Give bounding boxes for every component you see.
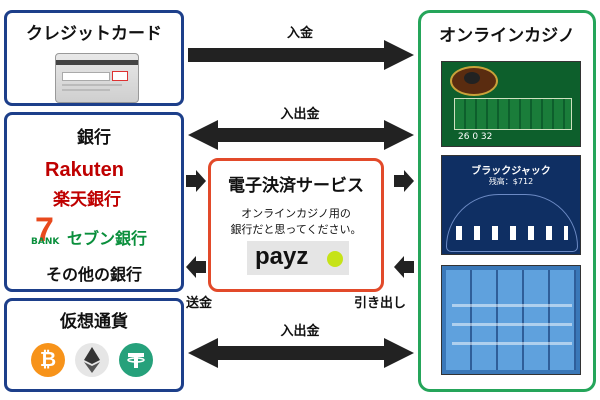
- credit-card-title: クレジットカード: [26, 24, 162, 44]
- bank-title: 銀行: [77, 128, 111, 148]
- payz-logo: payz: [247, 241, 349, 275]
- payment-note-line2: 銀行だと思ってください。: [230, 223, 362, 236]
- service-to-casino-arrow: [394, 170, 414, 192]
- payz-dot-icon: [327, 251, 343, 267]
- ethereum-icon: [75, 343, 109, 377]
- payment-service-box: 電子決済サービス オンラインカジノ用の 銀行だと思ってください。 payz: [208, 158, 384, 292]
- casino-title: オンラインカジノ: [439, 26, 575, 46]
- deposit-withdraw-bottom-arrow: [188, 338, 414, 368]
- crypto-box: 仮想通貨 ₿: [4, 298, 184, 392]
- credit-card-icon: [55, 53, 139, 103]
- withdraw-label: 引き出し: [354, 296, 407, 311]
- bank-box: 銀行 Rakuten 楽天銀行 7 BANK セブン銀行 その他の銀行: [4, 112, 184, 292]
- seven-bank-name: セブン銀行: [67, 229, 148, 248]
- payment-note-line1: オンラインカジノ用の: [241, 207, 351, 220]
- deposit-withdraw-bottom-label: 入出金: [280, 324, 320, 339]
- deposit-withdraw-top-label: 入出金: [280, 107, 320, 122]
- seven-bank-icon: 7 BANK: [31, 211, 60, 249]
- casino-box: オンラインカジノ 26 0 32 ブラックジャック 残高：$712: [418, 10, 596, 392]
- rakuten-logo-top: Rakuten: [45, 159, 124, 181]
- deposit-label: 入金: [286, 26, 313, 41]
- casino-to-service-arrow: [394, 256, 414, 278]
- deposit-withdraw-top-arrow: [188, 120, 414, 150]
- bank-to-service-arrow: [186, 170, 206, 192]
- send-label: 送金: [186, 296, 213, 311]
- credit-card-box: クレジットカード: [4, 10, 184, 106]
- blackjack-screen: ブラックジャック 残高：$712: [441, 155, 581, 255]
- rakuten-logo-bottom: 楽天銀行: [53, 190, 121, 210]
- bitcoin-icon: ₿: [31, 343, 65, 377]
- roulette-screen: 26 0 32: [441, 61, 581, 147]
- payment-service-title: 電子決済サービス: [228, 176, 364, 196]
- service-to-bank-arrow: [186, 256, 206, 278]
- tether-icon: [119, 343, 153, 377]
- other-banks-label: その他の銀行: [45, 265, 142, 284]
- crypto-title: 仮想通貨: [60, 312, 128, 332]
- slot-screen: [441, 265, 581, 375]
- deposit-arrow: [188, 40, 414, 70]
